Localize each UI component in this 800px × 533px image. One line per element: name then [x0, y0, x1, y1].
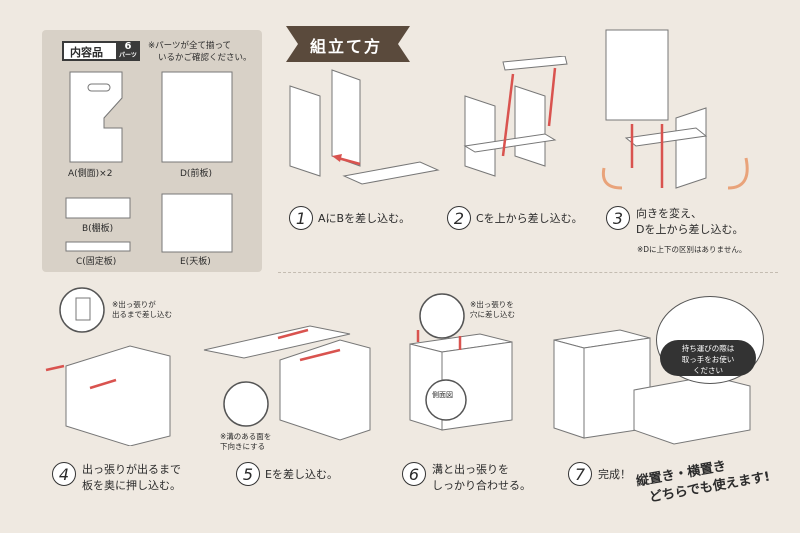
- step5-callout: ※溝のある面を 下向きにする: [220, 432, 272, 451]
- step3-text: 向きを変え、 Dを上から差し込む。: [636, 206, 743, 238]
- step2-illustration: [463, 56, 568, 177]
- step4-line1: 出っ張りが出るまで: [82, 463, 181, 476]
- step3-line1: 向きを変え、: [636, 207, 702, 220]
- step4-line2: 板を奥に押し込む。: [82, 479, 181, 492]
- parts-count-number: 6: [124, 41, 132, 52]
- step3-note: ※Dに上下の区別はありません。: [637, 245, 747, 254]
- step4-number: 4: [52, 462, 76, 486]
- step6-number: 6: [402, 462, 426, 486]
- part-c-label: C(固定板): [76, 257, 117, 267]
- step1-text: AにBを差し込む。: [318, 212, 411, 225]
- tagline: 縦置き・横置き どちらでも使えます!: [635, 451, 772, 509]
- assembly-title-badge: [286, 26, 410, 62]
- assembly-title: 組立て方: [310, 37, 383, 56]
- parts-count: 6 パーツ: [116, 41, 140, 61]
- step6-line2: しっかり合わせる。: [432, 479, 531, 492]
- parts-note-line2: いるかご確認ください。: [158, 53, 252, 63]
- part-e-label: E(天板): [180, 257, 211, 267]
- step5-text: Eを差し込む。: [265, 468, 338, 481]
- step3-line2: Dを上から差し込む。: [636, 223, 744, 236]
- parts-drawings: [65, 71, 233, 253]
- step1-number: 1: [289, 206, 313, 230]
- step4-text: 出っ張りが出るまで 板を奥に押し込む。: [82, 462, 181, 494]
- step1-illustration: [289, 69, 440, 185]
- step6-text: 溝と出っ張りを しっかり合わせる。: [432, 462, 531, 494]
- part-b-shape: [65, 197, 131, 219]
- step2-text: Cを上から差し込む。: [476, 212, 583, 225]
- step6-side-label: 側面図: [432, 391, 453, 399]
- step3-illustration: [601, 29, 749, 190]
- step4-illustration: [45, 287, 171, 446]
- part-c-shape: [65, 241, 131, 252]
- part-d-label: D(前板): [180, 169, 212, 179]
- step6-callout: ※出っ張りを 穴に差し込む: [470, 300, 515, 319]
- step7-number: 7: [568, 462, 592, 486]
- step3-number: 3: [606, 206, 630, 230]
- step5-number: 5: [236, 462, 260, 486]
- part-a-shape: [69, 71, 123, 163]
- handle-note: 持ち運びの際は 取っ手をお使い ください: [660, 340, 756, 376]
- rotate-arrow-right-icon: [727, 157, 749, 190]
- part-d-shape: [161, 71, 233, 163]
- rotate-arrow-left-icon: [601, 167, 623, 190]
- step4-callout: ※出っ張りが 出るまで差し込む: [112, 300, 172, 319]
- part-e-shape: [161, 193, 233, 253]
- part-b-label: B(棚板): [82, 224, 114, 234]
- parts-count-unit: パーツ: [119, 52, 137, 59]
- step7-text: 完成！: [598, 468, 631, 481]
- step7-illustration: [553, 329, 751, 445]
- step2-number: 2: [447, 206, 471, 230]
- step5-illustration: [203, 325, 371, 441]
- parts-note: ※パーツが全て揃って いるかご確認ください。: [148, 40, 263, 64]
- step6-line1: 溝と出っ張りを: [432, 463, 509, 476]
- part-a-handle: [87, 83, 111, 92]
- section-divider: [278, 272, 778, 273]
- parts-note-line1: ※パーツが全て揃って: [148, 41, 232, 51]
- step6-illustration: [409, 293, 513, 431]
- part-a-label: A(側面)×2: [68, 169, 113, 179]
